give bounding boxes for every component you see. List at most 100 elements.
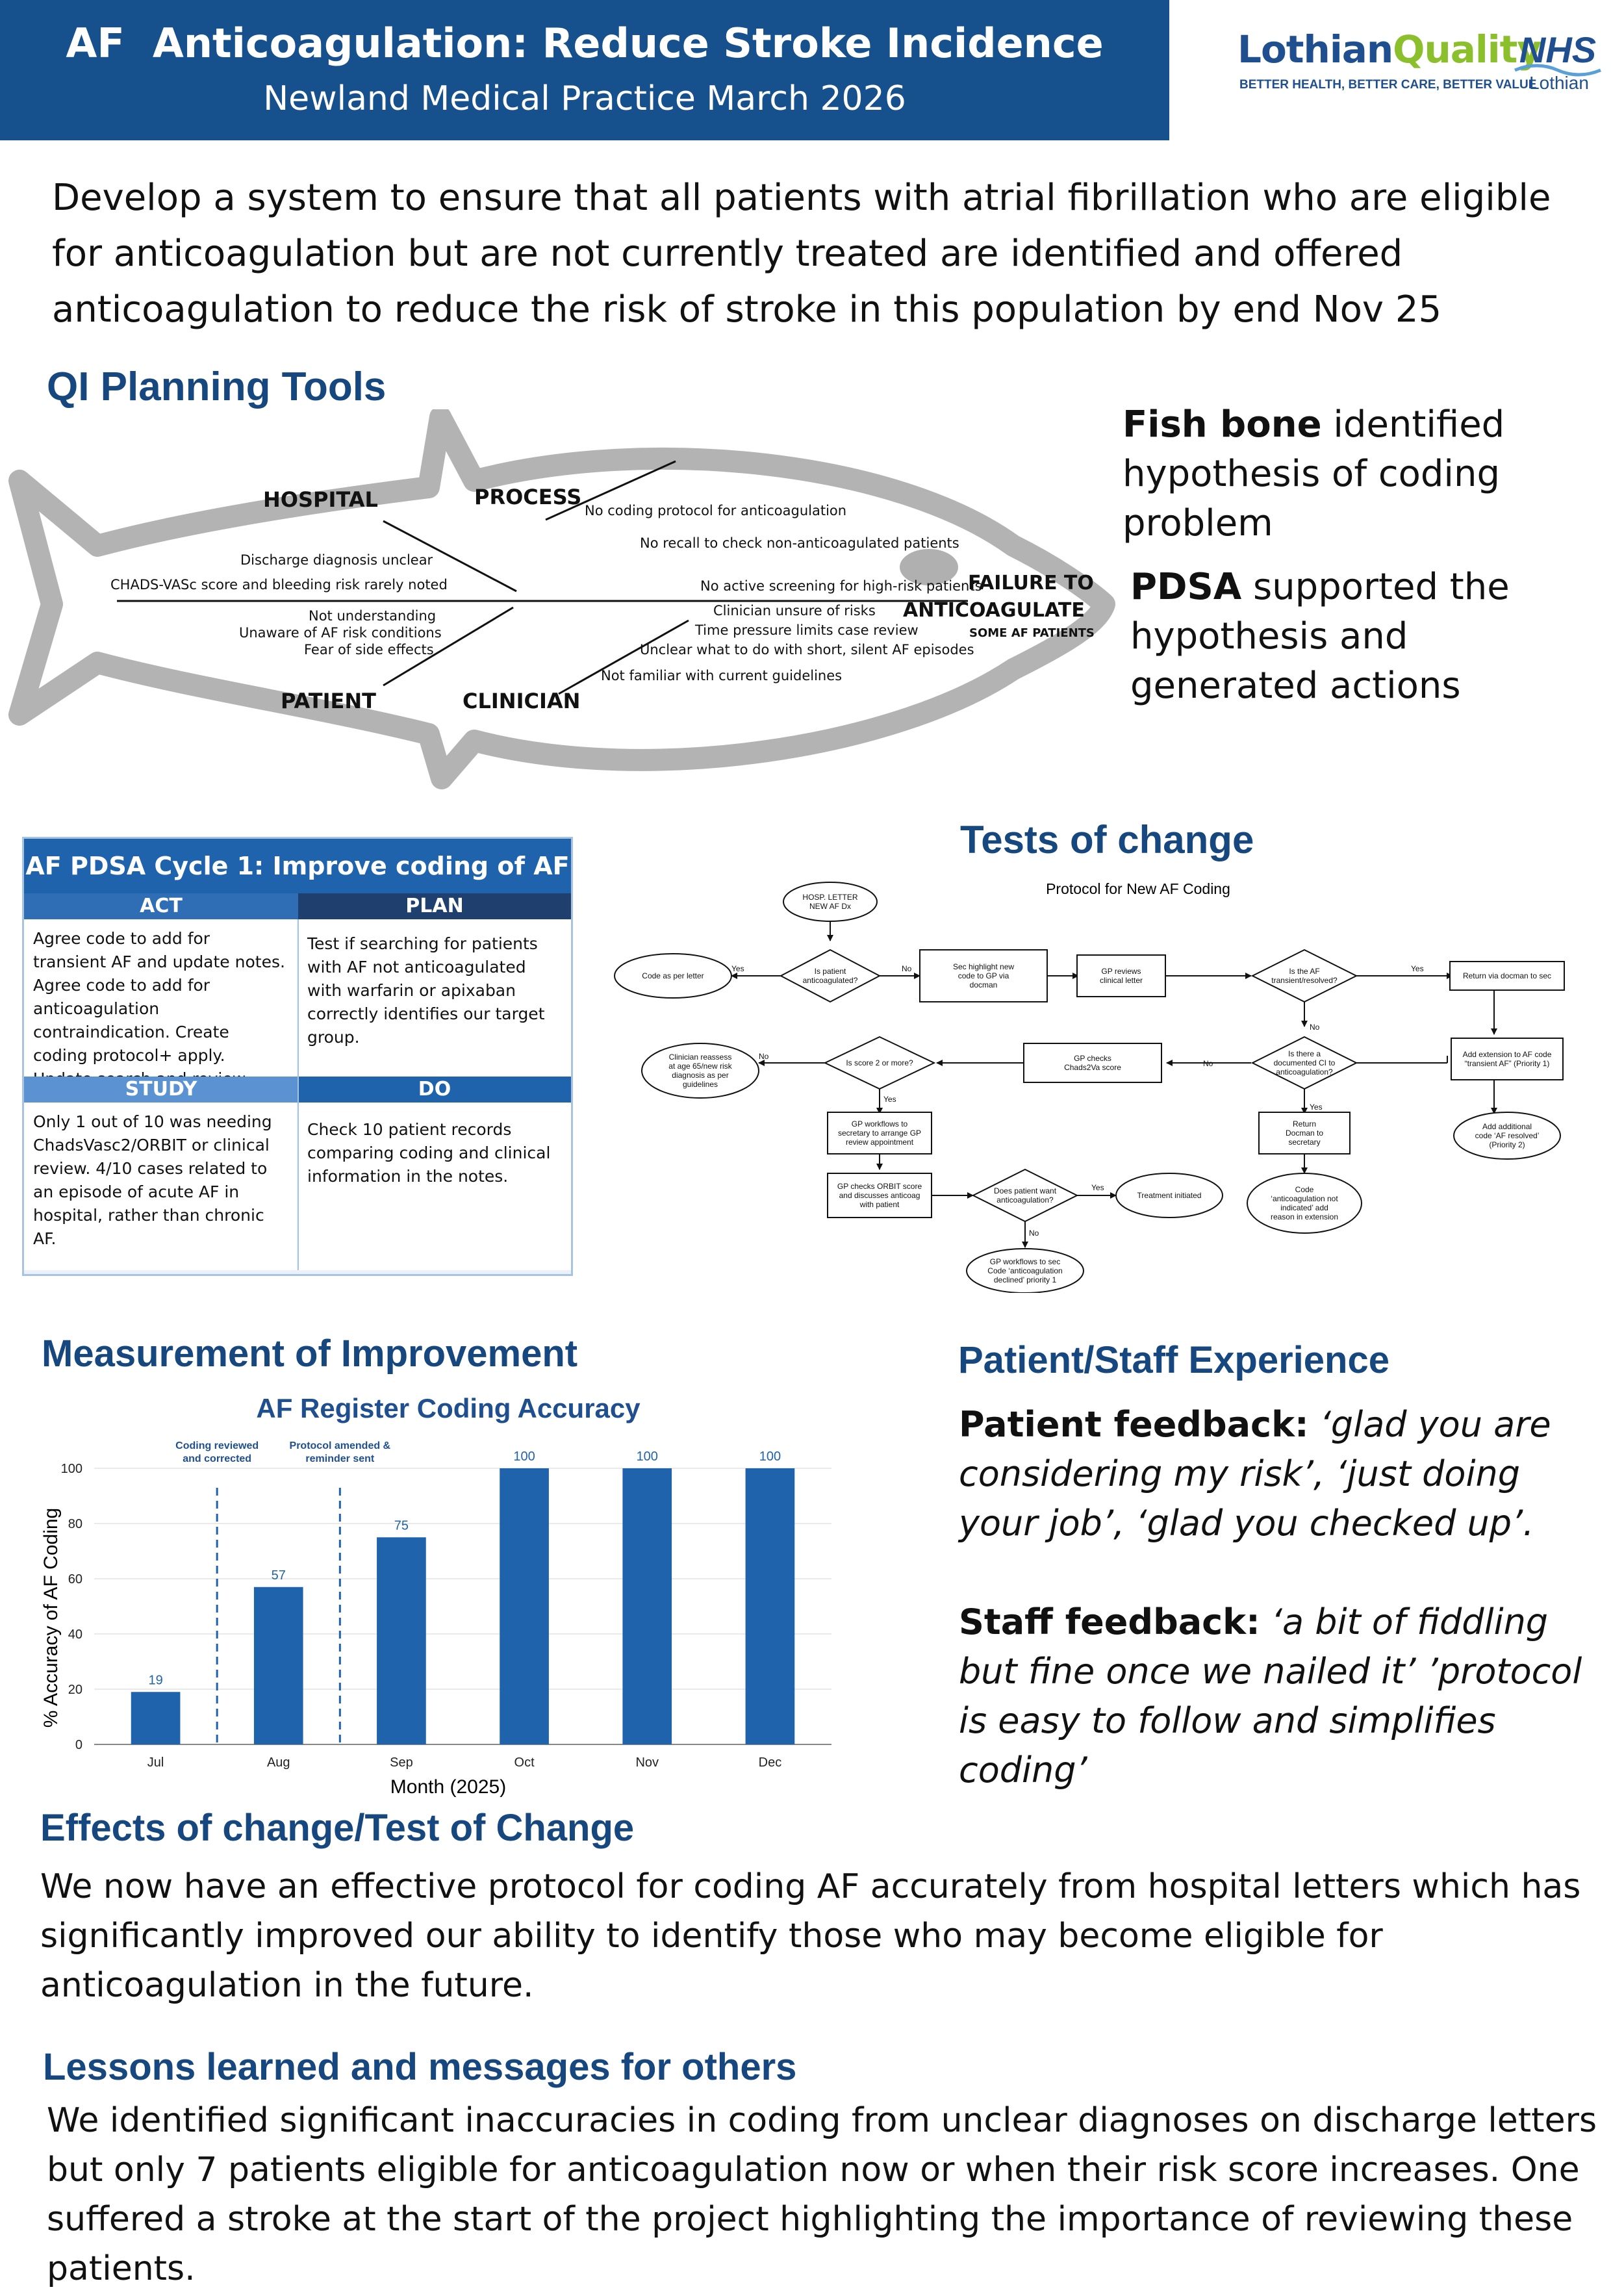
- flow-node-text: GP workflows to sec: [990, 1257, 1060, 1266]
- flow-node-text: docman: [970, 980, 998, 989]
- patient-feedback-quote: ‘glad you are considering my risk’, ‘jus…: [959, 1404, 1551, 1544]
- logo-tagline: BETTER HEALTH, BETTER CARE, BETTER VALUE: [1239, 78, 1537, 92]
- chart-x-axis-label: Month (2025): [390, 1776, 506, 1798]
- logo-text-lothian: Lothian: [1237, 27, 1393, 71]
- nhs-logo-text: NHS: [1519, 30, 1596, 70]
- lothian-quality-logo: LothianQuality: [1237, 27, 1542, 71]
- flow-node-text: Is score 2 or more?: [846, 1058, 913, 1067]
- flow-node-text: clinical letter: [1100, 976, 1143, 985]
- pdsa-study-text: Only 1 out of 10 was needing ChadsVasc2/…: [24, 1103, 297, 1270]
- bar-nov: [622, 1468, 672, 1744]
- effects-heading: Effects of change/Test of Change: [40, 1807, 635, 1849]
- y-tick-label: 0: [75, 1738, 82, 1752]
- flow-node-text: code ‘AF resolved’: [1475, 1131, 1540, 1140]
- cause-hospital-1: Discharge diagnosis unclear: [240, 552, 433, 568]
- svg-text:No: No: [1029, 1229, 1039, 1238]
- pdsa-do-header: DO: [298, 1077, 571, 1103]
- flow-node-text: indicated’ add: [1280, 1203, 1328, 1212]
- flow-node-return-docman: Return via docman to sec: [1449, 961, 1565, 991]
- flow-node-text: transient/resolved?: [1271, 976, 1338, 985]
- flow-node-text: Code as per letter: [642, 971, 704, 980]
- fishbone-note-bold: Fish bone: [1123, 403, 1322, 446]
- svg-text:Yes: Yes: [1411, 964, 1424, 973]
- qi-planning-heading: QI Planning Tools: [47, 364, 387, 409]
- bar-value-label: 57: [272, 1568, 286, 1583]
- flow-node-text: Is patient: [815, 967, 846, 976]
- annotation-text: Coding reviewed: [175, 1440, 259, 1451]
- aim-statement: Develop a system to ensure that all pati…: [52, 177, 1551, 331]
- flow-branch-labels: Yes No Yes No No No Yes Yes Yes No: [731, 964, 1424, 1238]
- flow-node-code-letter: Code as per letter: [614, 953, 732, 999]
- tests-of-change-heading: Tests of change: [960, 818, 1254, 861]
- flow-node-text: reason in extension: [1271, 1212, 1338, 1221]
- flow-node-text: Return via docman to sec: [1463, 971, 1551, 980]
- flow-node-text: documented CI to: [1274, 1058, 1336, 1067]
- header-banner: [0, 0, 1169, 140]
- flow-node-text: declined’ priority 1: [994, 1275, 1057, 1284]
- y-tick-label: 80: [68, 1517, 82, 1531]
- flow-node-text: Add additional: [1482, 1122, 1532, 1131]
- flow-node-text: Does patient want: [994, 1186, 1057, 1195]
- svg-text:No: No: [1310, 1023, 1320, 1032]
- fish-eye: [900, 549, 958, 585]
- category-process: PROCESS: [474, 485, 582, 509]
- flow-node-text: Code ‘anticoagulation: [987, 1266, 1062, 1275]
- bone-process: [545, 460, 676, 521]
- flow-node-text: NEW AF Dx: [809, 902, 851, 911]
- flow-node-text: GP checks: [1074, 1054, 1111, 1063]
- cause-clinician-3: Unclear what to do with short, silent AF…: [640, 642, 974, 657]
- cause-process-2: No recall to check non-anticoagulated pa…: [640, 535, 959, 551]
- flow-node-text: Chads2Va score: [1064, 1063, 1121, 1072]
- flow-node-treatment: Treatment initiated: [1115, 1173, 1223, 1218]
- x-tick-label: Oct: [514, 1755, 535, 1770]
- bar-value-label: 100: [637, 1449, 658, 1464]
- pdsa-do-text: Check 10 patient records comparing codin…: [298, 1103, 571, 1270]
- patient-feedback-label: Patient feedback:: [959, 1404, 1309, 1445]
- experience-feedback: Patient feedback: ‘glad you are consider…: [959, 1400, 1608, 1795]
- cause-patient-1: Not understanding: [309, 608, 437, 624]
- pdsa-note-bold: PDSA: [1130, 566, 1242, 608]
- flow-node-text: “transient AF” (Priority 1): [1465, 1059, 1550, 1068]
- bar-value-label: 19: [148, 1673, 162, 1687]
- category-hospital: HOSPITAL: [263, 487, 378, 512]
- pdsa-title: AF PDSA Cycle 1: Improve coding of AF: [24, 839, 571, 893]
- measurement-heading: Measurement of Improvement: [42, 1333, 578, 1375]
- svg-text:Yes: Yes: [1310, 1103, 1323, 1112]
- fishbone-head-line1: FAILURE TO: [968, 572, 1094, 594]
- fishbone-note: Fish bone identified hypothesis of codin…: [1123, 400, 1616, 548]
- fishbone-note-text: identified hypothesis of coding problem: [1123, 403, 1505, 544]
- annotation-text: reminder sent: [305, 1453, 374, 1464]
- y-tick-label: 100: [61, 1462, 82, 1476]
- x-tick-label: Jul: [147, 1755, 164, 1770]
- flow-node-text: secretary: [1288, 1138, 1320, 1147]
- flow-node-text: HOSP. LETTER: [802, 893, 857, 902]
- poster-subtitle: Newland Medical Practice March 2026: [263, 79, 906, 118]
- flow-node-text: anticoagulation?: [1276, 1067, 1333, 1077]
- fish-outline: [8, 409, 1115, 789]
- x-tick-label: Sep: [390, 1755, 413, 1770]
- bar-sep: [377, 1537, 426, 1744]
- flow-node-text: Clinician reassess: [669, 1052, 732, 1062]
- y-tick-label: 40: [68, 1627, 82, 1642]
- cause-clinician-2: Time pressure limits case review: [695, 622, 919, 638]
- cause-patient-2: Unaware of AF risk conditions: [239, 625, 442, 641]
- bar-value-label: 100: [513, 1449, 535, 1464]
- category-patient: PATIENT: [281, 689, 376, 713]
- flow-node-text: at age 65/new risk: [668, 1062, 732, 1071]
- pdsa-divider: [298, 919, 299, 1270]
- svg-text:Yes: Yes: [731, 964, 744, 973]
- flow-node-text: secretary to arrange GP: [838, 1129, 921, 1138]
- pdsa-plan-header: PLAN: [298, 893, 571, 919]
- cause-process-1: No coding protocol for anticoagulation: [585, 503, 847, 518]
